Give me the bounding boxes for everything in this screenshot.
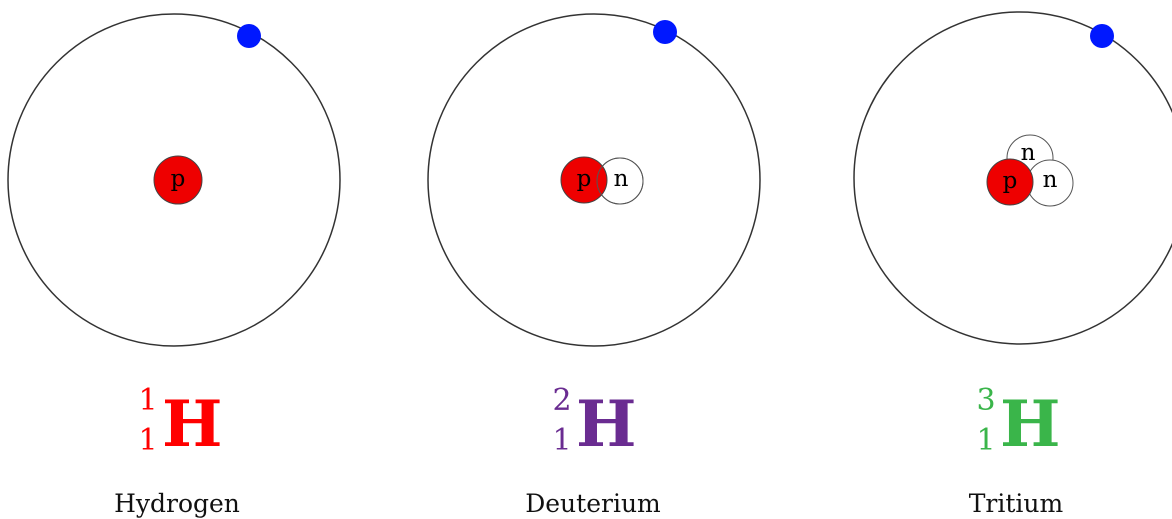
neutron-label: n	[1043, 167, 1058, 193]
nucleus-tritium: n n p	[986, 134, 1074, 207]
orbit-deuterium	[427, 13, 761, 347]
notation-tritium: 3 1 H	[976, 383, 1060, 462]
electron-deuterium	[653, 20, 677, 44]
neutron-label: n	[1021, 140, 1036, 166]
electron-tritium	[1090, 24, 1114, 48]
atom-deuterium: n p	[427, 13, 761, 347]
notation-deuterium: 2 1 H	[552, 383, 636, 462]
proton-deuterium	[560, 156, 608, 204]
atomic-number-tritium: 1	[976, 423, 995, 458]
mass-number-deuterium: 2	[552, 383, 571, 418]
atomic-number-hydrogen: 1	[138, 423, 157, 458]
element-symbol-tritium: H	[1000, 387, 1060, 462]
isotope-name-tritium: Tritium	[969, 489, 1064, 518]
electron-hydrogen	[237, 24, 261, 48]
mass-number-hydrogen: 1	[138, 383, 157, 418]
notation-hydrogen: 1 1 H	[138, 383, 222, 462]
element-symbol-deuterium: H	[576, 387, 636, 462]
neutron-label: n	[614, 166, 629, 192]
atom-tritium: n n p	[853, 11, 1172, 345]
isotope-name-deuterium: Deuterium	[525, 489, 661, 518]
proton-label: p	[577, 166, 592, 192]
nucleus-deuterium: n p	[560, 156, 644, 205]
element-symbol-hydrogen: H	[162, 387, 222, 462]
proton-label: p	[1003, 168, 1018, 194]
mass-number-tritium: 3	[976, 383, 995, 418]
orbit-tritium	[853, 11, 1172, 345]
neutron-deuterium-overlap	[596, 157, 644, 205]
proton-label: p	[171, 166, 186, 192]
atom-hydrogen: p	[7, 13, 341, 347]
proton-hydrogen	[153, 155, 203, 205]
orbit-hydrogen	[7, 13, 341, 347]
proton-tritium	[986, 158, 1034, 206]
isotope-name-hydrogen: Hydrogen	[114, 489, 240, 518]
atomic-number-deuterium: 1	[552, 423, 571, 458]
nucleus-hydrogen: p	[153, 155, 203, 205]
